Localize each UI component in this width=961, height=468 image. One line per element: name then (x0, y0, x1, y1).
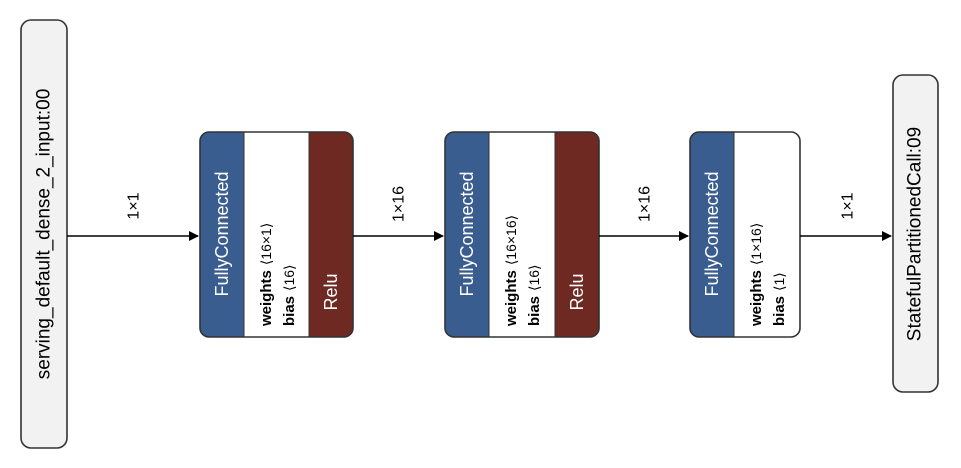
weights-shape: ⟨16×16⟩ (503, 215, 519, 265)
activation-band (309, 132, 353, 337)
input-node[interactable]: serving_default_dense_2_input:00 (20, 19, 68, 449)
bias-shape: ⟨16⟩ (526, 264, 542, 291)
weights-shape: ⟨1×16⟩ (748, 223, 764, 265)
output-node[interactable]: StatefulPartitionedCall:09 (892, 74, 939, 393)
edge-shape-label: 1×1 (840, 192, 857, 219)
node-border (689, 131, 801, 338)
op-name: FullyConnected (212, 171, 232, 296)
edge-shape-label: 1×1 (126, 192, 143, 219)
bias-label: bias (281, 296, 298, 326)
weights-row: weights ⟨1×16⟩ (748, 223, 765, 327)
bias-shape: ⟨1⟩ (771, 272, 787, 291)
activation-band (555, 132, 599, 337)
weights-label: weights (258, 270, 275, 327)
edge-node2-to-node3: 1×16 (599, 186, 689, 241)
weights-row: weights ⟨16×16⟩ (503, 215, 520, 327)
input-node-label: serving_default_dense_2_input:00 (34, 89, 55, 380)
fully-connected-node-1[interactable]: FullyConnected weights ⟨16×1⟩ bias ⟨16⟩ Re… (199, 131, 354, 338)
op-name: FullyConnected (702, 171, 722, 296)
op-header (445, 132, 489, 337)
output-node-label: StatefulPartitionedCall:09 (905, 127, 926, 341)
edge-node1-to-node2: 1×16 (353, 186, 444, 241)
bias-shape: ⟨16⟩ (281, 264, 297, 291)
op-name: FullyConnected (457, 171, 477, 296)
weights-label: weights (503, 270, 520, 327)
edge-shape-label: 1×16 (637, 186, 654, 222)
fully-connected-node-3[interactable]: FullyConnected weights ⟨1×16⟩ bias ⟨1⟩ (689, 131, 801, 338)
activation-label: Relu (321, 273, 341, 310)
bias-label: bias (526, 296, 543, 326)
activation-label: Relu (567, 273, 587, 310)
weights-shape: ⟨16×1⟩ (258, 223, 274, 265)
bias-label: bias (771, 296, 788, 326)
bias-row: bias ⟨16⟩ (526, 264, 543, 326)
fully-connected-node-2[interactable]: FullyConnected weights ⟨16×16⟩ bias ⟨16⟩ R… (444, 131, 600, 338)
edge-node3-to-output: 1×1 (800, 192, 892, 241)
node-border (199, 131, 354, 338)
edge-input-to-node1: 1×1 (67, 192, 199, 241)
op-header (690, 132, 734, 337)
op-header (200, 132, 244, 337)
node-border (444, 131, 600, 338)
input-node-box (20, 19, 68, 449)
edge-shape-label: 1×16 (391, 186, 408, 222)
bias-row: bias ⟨16⟩ (281, 264, 298, 326)
weights-row: weights ⟨16×1⟩ (258, 223, 275, 327)
weights-label: weights (748, 270, 765, 327)
output-node-box (892, 74, 939, 393)
bias-row: bias ⟨1⟩ (771, 272, 788, 326)
